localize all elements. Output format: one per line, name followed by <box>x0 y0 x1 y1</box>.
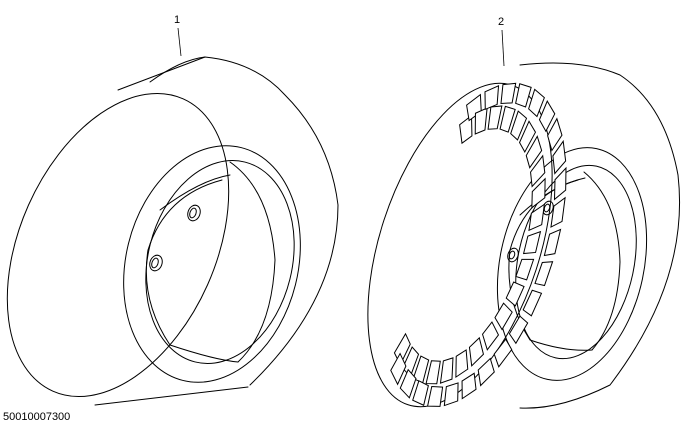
tread-block <box>538 100 556 133</box>
callout-label-1: 1 <box>174 14 181 26</box>
tread-block <box>515 83 532 108</box>
tread-block <box>468 336 484 367</box>
tread-block <box>547 117 563 152</box>
tread-block <box>487 105 503 130</box>
tread-block <box>412 380 429 406</box>
tread-block <box>412 355 430 384</box>
tread-block <box>494 302 513 331</box>
tread-block <box>518 120 537 153</box>
treaded-tire-icon <box>367 29 681 409</box>
tread-block <box>477 357 495 387</box>
tread-block <box>553 166 567 201</box>
callout-leader-2 <box>501 29 505 67</box>
tread-block <box>461 372 477 400</box>
tread-block <box>552 139 567 175</box>
tread-block <box>508 315 529 345</box>
tread-block <box>510 110 528 141</box>
tread-block <box>515 258 535 281</box>
callout-leader-1 <box>177 27 182 57</box>
tread-block <box>528 203 545 232</box>
tread-block <box>505 281 525 307</box>
tread-block <box>534 261 554 287</box>
tread-block <box>530 154 546 188</box>
tread-block <box>459 114 473 145</box>
drawing-number: 50010007300 <box>3 411 71 423</box>
tread-block <box>426 386 444 407</box>
tread-block <box>443 382 459 407</box>
tread-block <box>522 230 542 255</box>
tread-block <box>493 338 513 368</box>
tread-block <box>528 88 545 118</box>
tread-block <box>439 357 454 384</box>
tread-block <box>484 85 500 111</box>
smooth-tire-icon <box>6 27 339 406</box>
tread-block <box>425 360 441 385</box>
tread-pattern <box>390 82 567 407</box>
tread-block <box>474 107 488 135</box>
tread-block <box>543 228 562 257</box>
tread-block <box>500 82 517 105</box>
tread-block <box>455 349 469 379</box>
tread-block <box>531 177 546 209</box>
tread-block <box>390 352 407 386</box>
tread-block <box>499 105 516 133</box>
callout-label-2: 2 <box>498 16 505 28</box>
tread-block <box>522 289 543 317</box>
tread-block <box>481 321 500 351</box>
tread-block <box>550 196 566 228</box>
tread-block <box>399 368 417 399</box>
tread-block <box>525 135 543 169</box>
tread-block <box>402 346 420 378</box>
